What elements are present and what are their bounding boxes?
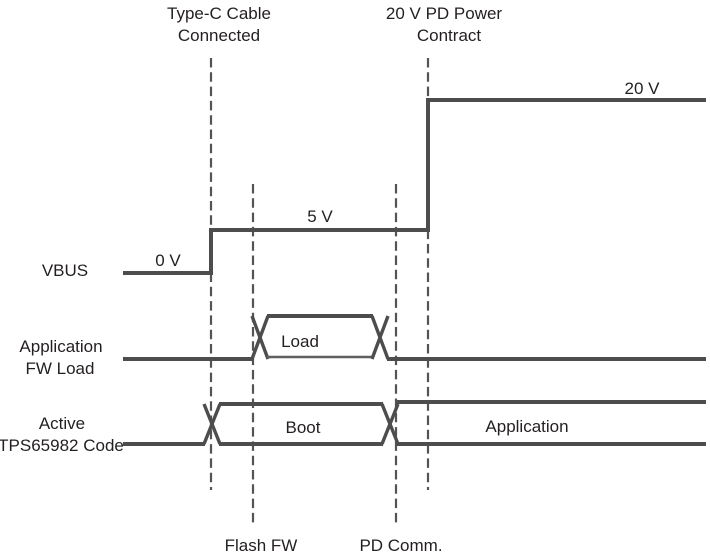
load-bus-open-transition-x [250,315,270,360]
event-label-typec-line1: Type-C Cable [167,4,271,23]
signal-label-active-line1: Active [39,414,85,433]
event-label-pd-contract-line1: 20 V PD Power [386,4,503,23]
event-label-pd-comm: PD Comm. [359,536,442,555]
signal-label-vbus: VBUS [42,261,88,280]
event-label-flash-fw: Flash FW [225,536,298,555]
signal-label-active-line2: TPS65982 Code [0,436,124,455]
application-bus-state-label: Application [485,417,568,436]
vbus-level-5v-label: 5 V [307,207,333,226]
signal-label-app-fw-line1: Application [19,337,102,356]
vbus-level-20v-label: 20 V [625,79,661,98]
event-label-typec-line2: Connected [178,26,260,45]
application-bus-transition-x [380,403,400,445]
vbus-level-0v-label: 0 V [155,251,181,270]
load-bus-close-transition-x [370,315,390,360]
load-bus-state-label: Load [281,332,319,351]
signal-label-app-fw-line2: FW Load [26,359,95,378]
event-label-pd-contract-line2: Contract [417,26,482,45]
boot-bus-open-transition-x [202,403,222,445]
vbus-waveform [123,98,706,275]
boot-bus-state-label: Boot [286,418,321,437]
